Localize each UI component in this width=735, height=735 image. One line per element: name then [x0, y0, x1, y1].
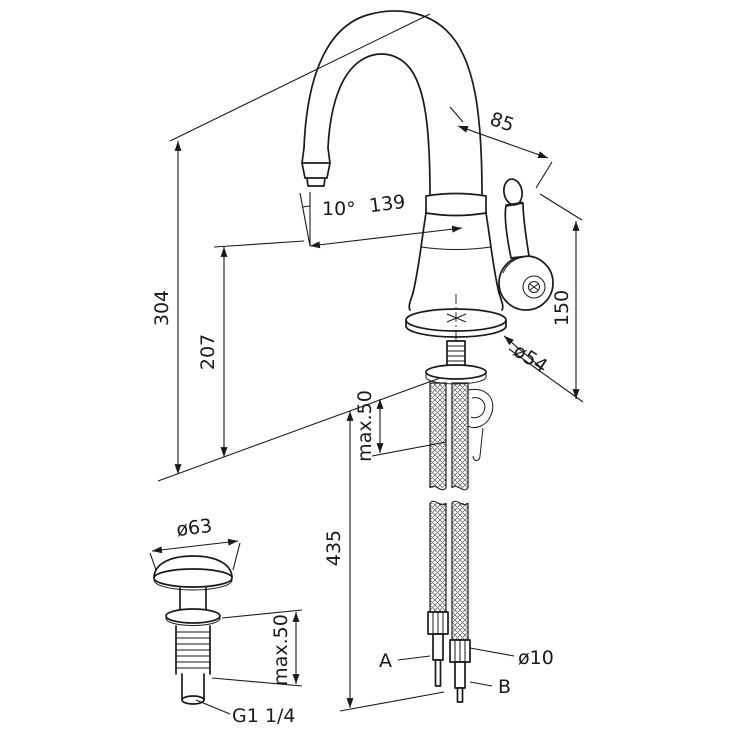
mounting-hardware: [425, 340, 494, 461]
dim-waste-deck-max: max.50: [270, 614, 292, 686]
dim-hose-diameter: ø10: [518, 647, 554, 669]
dim-deck-max: max.50: [354, 390, 376, 462]
label-thread: G1 1/4: [232, 705, 295, 727]
label-hose-a: A: [379, 650, 392, 672]
faucet-spout: [301, 10, 483, 197]
dim-total-height: 304: [151, 290, 173, 326]
dimension-lines: [149, 13, 584, 715]
dimension-labels: 85 139 10° 304 207 150 ø54 max.50 435 ø6…: [151, 108, 573, 727]
dim-hose-length: 435: [323, 530, 345, 566]
faucet-handle: [498, 178, 554, 311]
drain-assembly: [153, 555, 233, 705]
dim-handle-height: 150: [551, 290, 573, 326]
label-hose-b: B: [498, 676, 511, 698]
faucet-body: [405, 192, 507, 352]
dim-offset: 85: [487, 108, 517, 137]
dim-reach: 139: [368, 191, 407, 217]
dim-angle: 10°: [322, 198, 356, 220]
dim-waste-diameter: ø63: [175, 515, 213, 541]
dim-spout-height: 207: [197, 334, 219, 370]
supply-hoses: [426, 382, 472, 703]
